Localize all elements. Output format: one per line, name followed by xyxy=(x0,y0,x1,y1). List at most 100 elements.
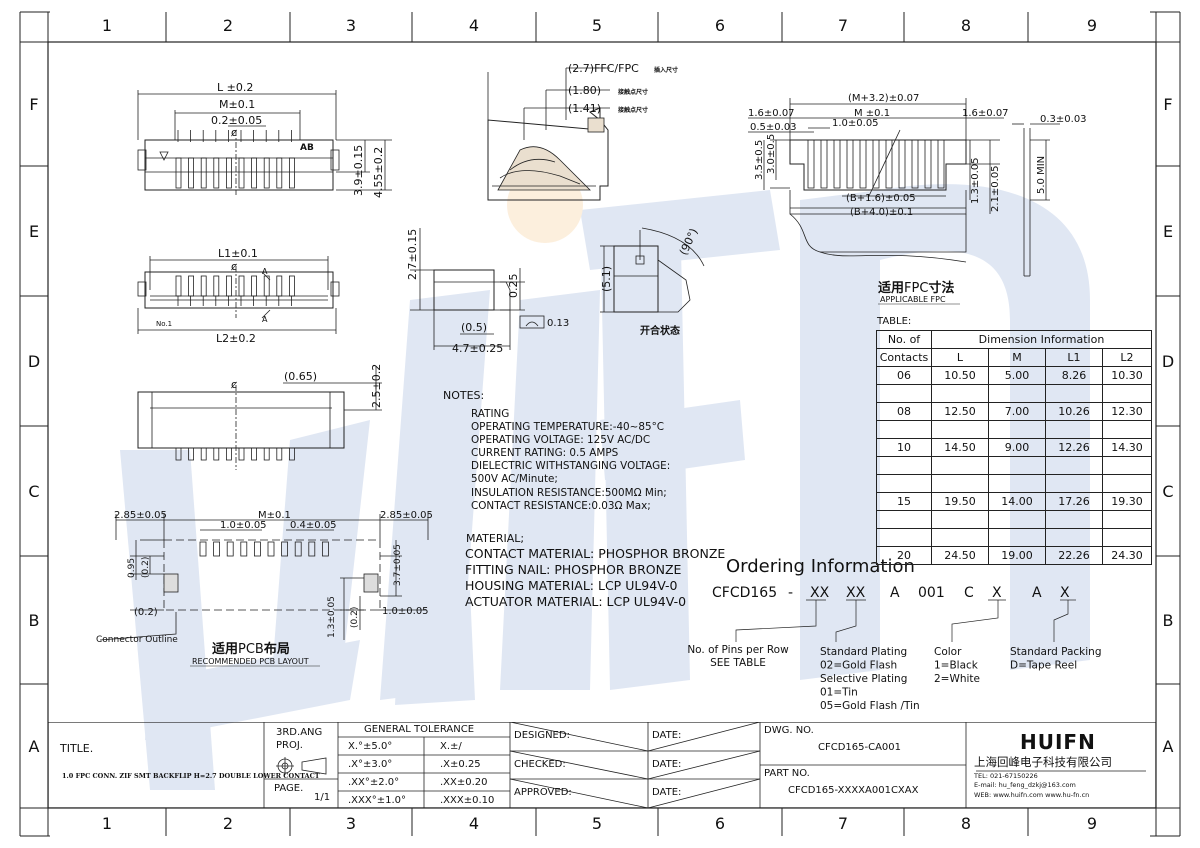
ordering-leaders xyxy=(735,599,1076,642)
pcb-pad xyxy=(253,541,261,557)
row-label-left: F xyxy=(29,95,38,114)
pcb-dim-d8: 3.7±0.05 xyxy=(393,544,403,586)
fpc-dim-d13: 0.3±0.03 xyxy=(1040,114,1087,125)
fpc-dim-d1: (M+3.2)±0.07 xyxy=(848,93,919,104)
bottom-pin xyxy=(238,275,245,297)
pcb-pad xyxy=(281,541,289,557)
table-header-no: No. of xyxy=(876,330,932,349)
table-row xyxy=(876,384,1152,403)
table-col-header: L xyxy=(931,348,989,367)
tb-web: WEB: www.huifn.com www.hu-fn.cn xyxy=(974,791,1090,799)
row-label-right: A xyxy=(1163,737,1174,756)
pcb-dim-d12: (0.2) xyxy=(350,607,360,628)
tb-part-value: CFCD165-XXXXA001CXAX xyxy=(788,785,919,796)
top-view-pins xyxy=(175,130,295,189)
ordering-code-part: X xyxy=(992,585,1002,601)
column-label-top: 1 xyxy=(102,16,112,35)
table-row xyxy=(876,420,1152,439)
table-row xyxy=(876,474,1152,493)
column-label-bottom: 9 xyxy=(1087,814,1097,833)
column-label-top: 5 xyxy=(592,16,602,35)
pcb-dim-d1: 2.85±0.05 xyxy=(114,510,167,521)
row-label-left: C xyxy=(28,482,39,501)
ordering-code-part: C xyxy=(964,585,974,601)
table-col-header: L1 xyxy=(1045,348,1103,367)
section-dim-d2-note: 接触点尺寸 xyxy=(617,88,648,96)
material-heading: MATERIAL; xyxy=(466,532,525,545)
tb-date-1: DATE: xyxy=(652,730,682,741)
front-pin xyxy=(175,447,182,461)
bottom-dim-L1: L1±0.1 xyxy=(218,247,258,260)
top-pin xyxy=(175,157,182,189)
fpc-dim-d2: M ±0.1 xyxy=(854,108,890,119)
row-label-left: D xyxy=(28,352,40,371)
pcb-pad xyxy=(240,541,248,557)
front-pin xyxy=(276,447,283,461)
row-ticks xyxy=(20,41,1180,809)
fpc-finger xyxy=(937,139,945,189)
pcb-dim-d7: (0.2) xyxy=(141,557,151,578)
side-flatness: 0.13 xyxy=(547,318,569,329)
table-cell: 12.30 xyxy=(1102,402,1152,421)
fpc-finger xyxy=(924,139,932,189)
notes-rating-line: RATING xyxy=(471,408,510,420)
tb-tel: TEL: 021-67150226 xyxy=(974,772,1038,780)
column-label-bottom: 4 xyxy=(469,814,479,833)
tb-company: 上海回峰电子科技有限公司 xyxy=(974,755,1112,769)
ordering-code-part: X xyxy=(1060,585,1070,601)
pcb-title: 适用PCB布局 xyxy=(212,641,290,657)
open-dim-d1: (5.1) xyxy=(600,266,613,292)
row-label-left: E xyxy=(29,222,39,241)
notes-rating-line: CONTACT RESISTANCE:0.03Ω Max; xyxy=(471,499,651,512)
section-view xyxy=(487,67,610,201)
title-block-grid xyxy=(48,722,1156,808)
notes-rating-line: DIELECTRIC WITHSTANGING VOLTAGE: xyxy=(471,460,671,473)
table-cell xyxy=(1102,528,1152,547)
table-row xyxy=(876,456,1152,475)
front-dim-d1: (0.65) xyxy=(284,370,317,383)
table-cell: 24.50 xyxy=(931,546,989,565)
fpc-subtitle: APPLICABLE FPC xyxy=(880,295,946,304)
title-block: TITLE. 1.0 FPC CONN. ZIF SMT BACKFLIP H=… xyxy=(48,722,1156,808)
front-pin xyxy=(263,447,270,461)
pcb-pad xyxy=(226,541,234,557)
row-label-right: B xyxy=(1163,611,1174,630)
tb-dwg-label: DWG. NO. xyxy=(764,725,814,736)
bottom-pin xyxy=(200,275,207,297)
notes-rating-line: OPERATING VOLTAGE: 125V AC/DC xyxy=(471,434,651,447)
pcb-layout-view xyxy=(99,514,429,641)
tb-tolerance-cell: .XX°±2.0° xyxy=(348,777,400,788)
section-dim-d1: (2.7)FFC/FPC xyxy=(568,62,639,75)
fpc-finger xyxy=(885,139,893,189)
notes-heading: NOTES: xyxy=(443,389,485,402)
top-dim-pitch: 0.2±0.05 xyxy=(211,114,262,127)
top-pin xyxy=(238,157,245,189)
table-cell: 08 xyxy=(876,402,932,421)
top-dim-M: M±0.1 xyxy=(219,98,255,111)
side-dim-h: 2.7±0.15 xyxy=(406,229,419,280)
notes-material-line: CONTACT MATERIAL: PHOSPHOR BRONZE xyxy=(465,546,726,561)
pcb-pad xyxy=(199,541,207,557)
pcb-pads xyxy=(199,541,329,557)
ordering-code-part: 001 xyxy=(918,585,945,601)
ordering-plating-line: 01=Tin xyxy=(820,687,858,699)
table-cell xyxy=(931,474,989,493)
bottom-view-pins xyxy=(175,275,295,306)
top-pin xyxy=(288,157,295,189)
pcb-dim-d6: 0.95 xyxy=(127,558,137,578)
table-cell xyxy=(988,474,1046,493)
ordering-pins-line: SEE TABLE xyxy=(710,657,766,669)
table-cell xyxy=(1045,420,1103,439)
column-label-top: 3 xyxy=(346,16,356,35)
bottom-centerline: ȼ xyxy=(231,260,237,273)
ordering-plating-line: 05=Gold Flash /Tin xyxy=(820,700,920,712)
notes-material-line: HOUSING MATERIAL: LCP UL94V-0 xyxy=(465,578,678,593)
fpc-finger xyxy=(872,139,880,189)
section-dim-d3-note: 接触点尺寸 xyxy=(617,106,648,114)
table-cell xyxy=(1045,384,1103,403)
section-dim-d3: (1.41) xyxy=(568,102,601,115)
top-pin xyxy=(200,157,207,189)
